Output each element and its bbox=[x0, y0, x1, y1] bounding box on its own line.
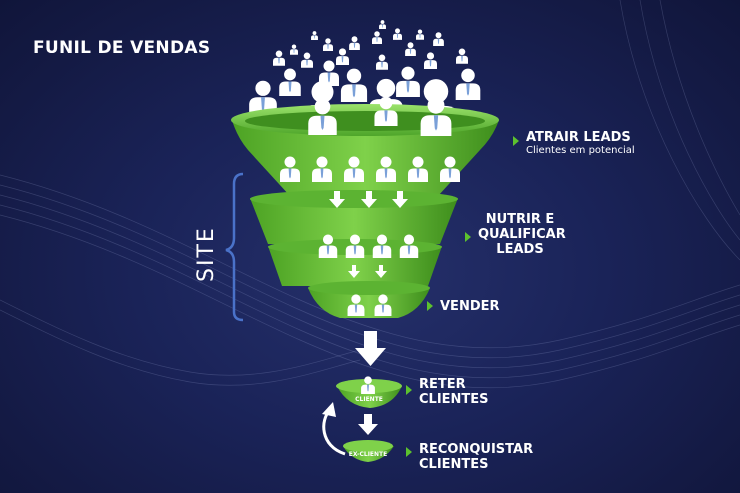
funnel-level-2 bbox=[250, 190, 458, 244]
return-arrow-icon bbox=[322, 402, 346, 456]
cliente-funnel bbox=[336, 376, 402, 408]
stage-atrair-label: ATRAIR LEADS bbox=[526, 130, 631, 145]
site-label: SITE bbox=[194, 226, 219, 282]
funnel-level-4 bbox=[308, 281, 430, 318]
stage-vender-label: VENDER bbox=[440, 299, 500, 314]
stage-atrair-sublabel: Clientes em potencial bbox=[526, 145, 635, 156]
arrow-down-icon bbox=[358, 414, 378, 435]
stage-atrair: ATRAIR LEADS Clientes em potencial bbox=[526, 130, 635, 157]
ex-cliente-tag: EX-CLIENTE bbox=[348, 451, 388, 458]
cliente-tag: CLIENTE bbox=[355, 396, 383, 403]
stage-nutrir-label: NUTRIR E QUALIFICAR LEADS bbox=[478, 212, 566, 257]
site-bracket bbox=[225, 172, 244, 322]
arrow-down-icons bbox=[329, 191, 408, 278]
background-waves bbox=[0, 0, 740, 388]
arrow-right-icons bbox=[406, 136, 519, 457]
stage-reter-label: RETER CLIENTES bbox=[419, 377, 489, 407]
stage-reconquistar-label: RECONQUISTAR CLIENTES bbox=[419, 442, 534, 472]
page-title: FUNIL DE VENDAS bbox=[33, 38, 211, 58]
arrow-down-icon bbox=[355, 331, 386, 366]
ex-cliente-funnel bbox=[343, 440, 394, 462]
